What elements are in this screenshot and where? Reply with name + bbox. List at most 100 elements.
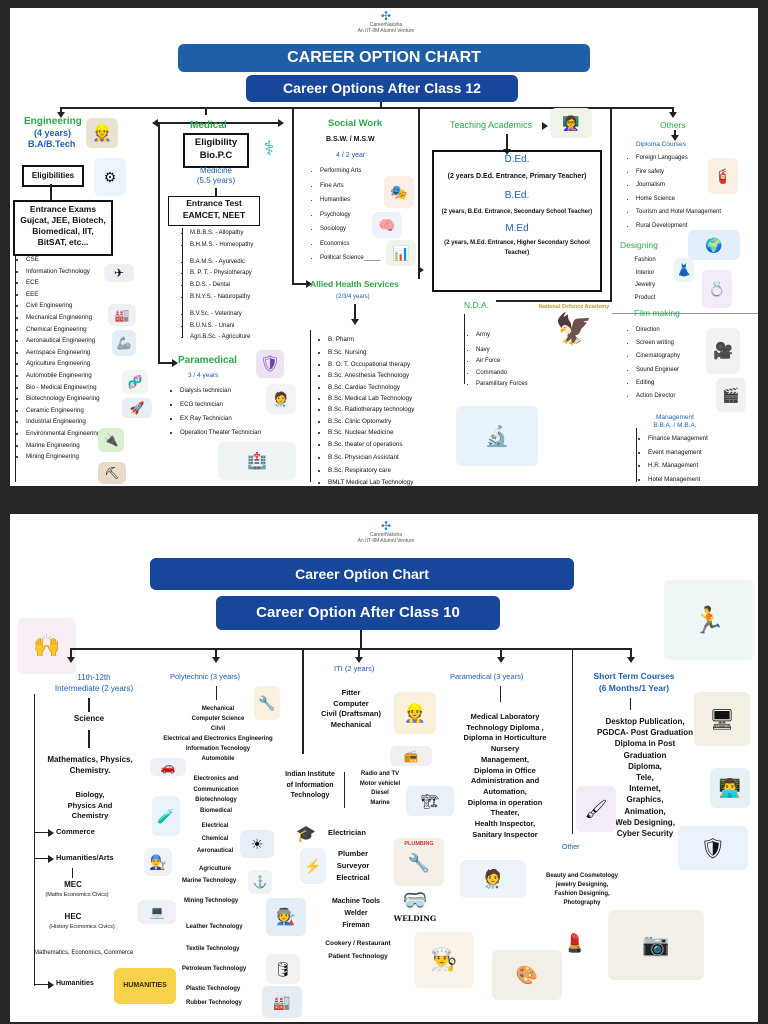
fashion-design-icon: 👗 bbox=[674, 258, 694, 282]
list-item: Army bbox=[476, 330, 566, 342]
connector bbox=[292, 107, 294, 115]
arrow-icon bbox=[48, 829, 54, 837]
nda-items: Army Navy Air Force Commando Paramilitar… bbox=[466, 330, 566, 391]
list-item: B.Sc. Clinic Optometry bbox=[328, 416, 468, 427]
list-item: Management, bbox=[481, 754, 529, 764]
photography-icon: 📷 bbox=[608, 910, 704, 980]
list-item: Chemical Engineering bbox=[26, 324, 118, 336]
list-item: Civil Engineering bbox=[26, 300, 118, 312]
science-label: Science bbox=[73, 714, 105, 723]
list-item: Electronics and bbox=[193, 776, 239, 782]
short-term-title: Short Term Courses bbox=[593, 671, 675, 681]
list-item: Fitter bbox=[341, 688, 361, 697]
intermediate-header: 11th-12th Intermediate (2 years) bbox=[44, 672, 144, 694]
eligibility-value: Bio.P.C bbox=[199, 150, 233, 161]
connector bbox=[500, 686, 501, 702]
mining-icon: ⛏ bbox=[98, 462, 126, 484]
list-item: Event management bbox=[648, 446, 758, 460]
entrance-test-title: Entrance Test bbox=[186, 198, 242, 208]
medical-title: Medical bbox=[190, 120, 227, 131]
mechanic-icon: 🔧 bbox=[254, 686, 280, 720]
polytechnic-group-3: Electrical Chemical Aeronautical Agricul… bbox=[178, 820, 252, 875]
list-item: Aeronautical bbox=[196, 848, 234, 854]
connector bbox=[380, 102, 382, 108]
list-item: Petroleum Technology bbox=[182, 966, 247, 972]
list-item: Indian Institute bbox=[285, 771, 335, 778]
list-item: Plumber bbox=[337, 849, 368, 858]
list-item: ECG technician bbox=[180, 398, 290, 412]
iti-title: ITI (2 years) bbox=[334, 664, 375, 673]
plumber-illustration: PLUMBING 🔧 bbox=[394, 838, 444, 886]
humanities-brain-illustration: HUMANITIES bbox=[114, 968, 176, 1004]
connector bbox=[215, 188, 217, 196]
management-header: Management B.B.A. / M.B.A. bbox=[640, 414, 710, 430]
stream-line: Mathematics, Physics, bbox=[47, 755, 133, 764]
arrow-icon bbox=[48, 981, 54, 989]
plumbing-sign-text: PLUMBING bbox=[404, 841, 434, 847]
connector bbox=[354, 304, 356, 320]
ded-description: (2 years D.Ed. Entrance, Primary Teacher… bbox=[447, 173, 587, 180]
list-item: Animation, bbox=[624, 806, 666, 816]
list-item: Mechanical Engineering bbox=[26, 312, 118, 324]
list-item: Tele, bbox=[636, 773, 654, 783]
mining-tech-icon: 💻 bbox=[138, 900, 176, 924]
connector bbox=[72, 868, 73, 878]
marine-icon: ⚓ bbox=[248, 870, 272, 894]
circuit-icon: 🔌 bbox=[98, 428, 124, 452]
arrow-icon bbox=[669, 112, 677, 118]
connector bbox=[158, 362, 174, 364]
list-item: Information Technology bbox=[26, 266, 118, 278]
list-item: Information Tecnology bbox=[185, 746, 251, 752]
list-item: Theater, bbox=[490, 808, 520, 818]
list-item: Aeronautical Engineering bbox=[26, 335, 118, 347]
connector bbox=[500, 648, 502, 658]
iti-group-5: Cookery / Restaurant Patient Technology bbox=[310, 938, 406, 963]
film-making-title: Film making bbox=[634, 308, 680, 318]
iti-group-1: Fitter Computer Civil (Draftsman) Mechan… bbox=[310, 688, 392, 730]
connector bbox=[60, 107, 674, 109]
list-item: Radio and TV bbox=[360, 771, 400, 777]
list-item: Biotechnology bbox=[195, 797, 237, 803]
list-item: B.Sc. Medical Lab Technology bbox=[328, 393, 468, 404]
film-camera-icon: 🎥 bbox=[706, 328, 740, 374]
list-item: Rural Development bbox=[636, 220, 758, 234]
solar-panel-icon: ☀ bbox=[240, 830, 274, 858]
social-work-duration: 4 / 2 year bbox=[336, 152, 366, 159]
caduceus-icon: ⚕ bbox=[263, 137, 275, 160]
connector bbox=[158, 122, 278, 124]
list-item: Diesel bbox=[371, 790, 389, 796]
social-work-title: Social Work bbox=[328, 118, 383, 129]
economics-chart-icon: 📊 bbox=[386, 240, 416, 266]
list-item: Bio - Medical Engineering bbox=[26, 382, 118, 394]
iti-group-2: Radio and TV Motor vehiclel Diesel Marin… bbox=[346, 770, 414, 808]
class-12-chart-panel: ✣ CareerNaksha An IIT-IIM Alumni Venture… bbox=[10, 8, 758, 486]
mec-full-description: Mathematics, Economics, Commerce bbox=[34, 950, 134, 956]
list-item: EEE bbox=[26, 289, 118, 301]
computer-user-icon: 👨‍💻 bbox=[710, 768, 750, 808]
chef-icon: 👨‍🍳 bbox=[414, 932, 474, 988]
list-item: Humanities bbox=[320, 193, 430, 208]
eligibility-label: Eligibility bbox=[194, 137, 238, 148]
list-item: jewelry Designing, bbox=[555, 882, 609, 888]
arrow-icon bbox=[418, 266, 424, 274]
list-item: CSE bbox=[26, 254, 118, 266]
list-item: Fine Arts bbox=[320, 179, 430, 194]
designing-title: Designing bbox=[620, 240, 658, 250]
list-item: B.Sc. Anesthesia Technology bbox=[328, 370, 468, 381]
eligibilities-box: Eligibilities bbox=[22, 165, 84, 187]
mec-description: (Maths Economics Civics) bbox=[45, 892, 109, 898]
connector bbox=[60, 107, 62, 113]
list-item: Chemical bbox=[201, 835, 229, 842]
eagle-emblem-icon: 🦅 bbox=[555, 313, 593, 346]
factory-icon: 🏭 bbox=[108, 304, 136, 326]
nda-emblem: National Defence Academy 🦅 bbox=[534, 304, 614, 368]
connector bbox=[610, 107, 612, 115]
intermediate-subtitle: Intermediate (2 years) bbox=[54, 684, 134, 693]
connector bbox=[630, 648, 632, 658]
exams-title: Entrance Exams bbox=[29, 204, 97, 214]
med-title: M.Ed bbox=[505, 223, 529, 234]
list-item: Diploma in Office bbox=[474, 765, 536, 775]
designer-icon: 🎨 bbox=[492, 950, 562, 1000]
social-work-degree: B.S.W. / M.S.W bbox=[326, 136, 375, 143]
short-term-list: Desktop Publication, PGDCA- Post Graduat… bbox=[590, 716, 700, 839]
